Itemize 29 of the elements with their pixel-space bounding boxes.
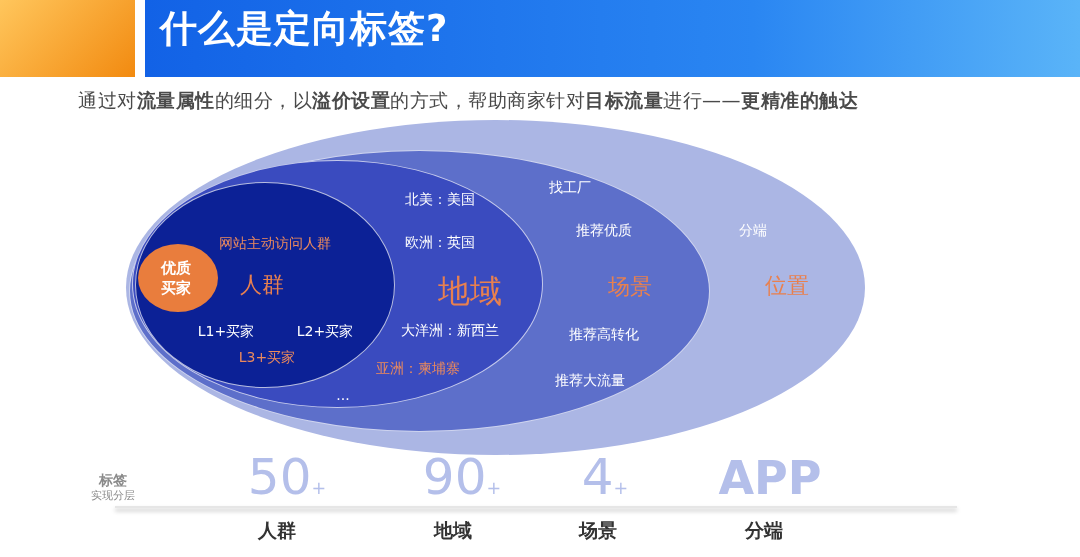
- category-label: 场景: [579, 520, 617, 542]
- node-label: 优质买家: [160, 258, 192, 298]
- tag-label: 大洋洲：新西兰: [401, 321, 499, 339]
- category-label: 人群: [258, 520, 296, 542]
- tag-label: 亚洲：柬埔寨: [376, 359, 460, 377]
- highlight-ellipse: [138, 244, 218, 312]
- tag-label: 推荐优质: [576, 221, 632, 239]
- tag-label: L1+买家: [197, 322, 255, 340]
- region-heading: 地域: [438, 272, 502, 310]
- row-heading: 标签: [99, 471, 127, 489]
- region-heading: 位置: [765, 273, 809, 299]
- category-label: 分端: [745, 520, 783, 542]
- tag-label: L3+买家: [238, 348, 296, 366]
- tag-label: 北美：美国: [405, 190, 475, 208]
- stat-number: APP: [718, 451, 822, 505]
- subtitle-text: 通过对流量属性的细分，以溢价设置的方式，帮助商家针对目标流量进行——更精准的触达: [78, 90, 858, 112]
- region-heading: 人群: [240, 272, 284, 298]
- tag-label: 推荐高转化: [569, 325, 639, 343]
- tag-label: 找工厂: [549, 178, 591, 196]
- tag-label: ...: [336, 386, 350, 404]
- tag-label: 网站主动访问人群: [219, 234, 331, 252]
- region-heading: 场景: [608, 274, 652, 300]
- tag-label: L2+买家: [296, 322, 354, 340]
- tag-label: 推荐大流量: [555, 371, 625, 389]
- category-label: 地域: [434, 520, 472, 542]
- row-subheading: 实现分层: [91, 489, 135, 503]
- tag-label: 欧洲：英国: [405, 233, 475, 251]
- title-text: 什么是定向标签?: [160, 6, 449, 52]
- tag-label: 分端: [739, 221, 767, 239]
